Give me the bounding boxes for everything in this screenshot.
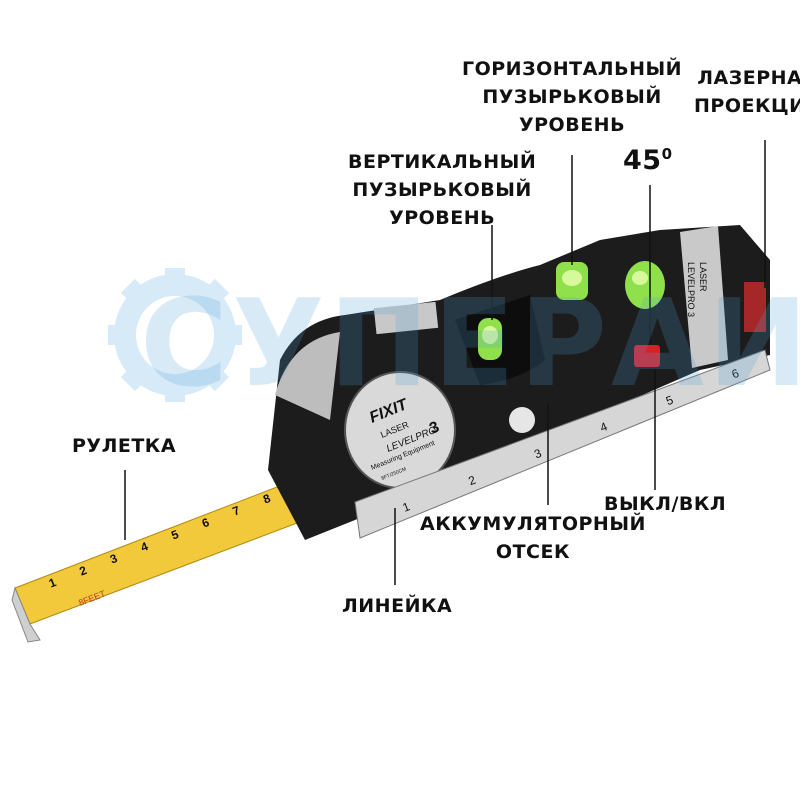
callout-lines [124,140,766,585]
ruler-tick-label: 2 [466,473,478,489]
laser-projection-label: ЛАЗЕРНАЯ ПРОЕКЦИЯ [694,67,800,117]
ruler-ticks: 1 2 3 4 5 6 [401,366,742,515]
ruler-tick-label: 6 [730,366,742,382]
vertical-level-label: ВЕРТИКАЛЬНЫЙ ПУЗЫРЬКОВЫЙ УРОВЕНЬ [348,151,537,229]
tape-tick-label: 1 [47,575,59,591]
device-body: FIXIT LASER LEVELPRO 3 Measuring Equipme… [268,225,770,540]
power-switch [634,345,660,367]
on-off-label: ВЫКЛ/ВКЛ [604,493,727,515]
tape-tick-label: 8 [261,491,273,507]
ruler-label: ЛИНЕЙКА [342,595,453,617]
ruler: 1 2 3 4 5 6 [354,349,771,539]
degree-mark: 0 [661,145,673,163]
side-label-line1: LASER [698,262,708,292]
tape-ticks: 1 2 3 4 5 6 7 8 [47,491,273,591]
warning-sticker [373,301,439,335]
battery-compartment-label: АККУМУЛЯТОРНЫЙ ОТСЕК [420,513,646,563]
ruler-tick-label: 4 [598,419,610,435]
ruler-tick-label: 5 [664,393,676,409]
tape-tick-label: 5 [169,527,181,543]
tape-measure-label: РУЛЕТКА [72,435,177,457]
battery-cover [509,407,535,433]
tape-tick-label: 4 [139,539,151,555]
horizontal-level-label: ГОРИЗОНТАЛЬНЫЙ ПУЗЫРЬКОВЫЙ УРОВЕНЬ [462,58,683,136]
ruler-tick-label: 3 [532,446,544,462]
angle-45-label: 450 [623,145,673,176]
watermark-text: СУПЕРАИС [140,275,800,414]
tape-tick-label: 6 [200,515,212,531]
gear-watermark-icon [108,268,242,402]
laser-window [744,282,766,332]
tape-tick-label: 7 [231,503,243,519]
tape-tick-label: 3 [108,551,120,567]
tape-tick-label: 2 [77,563,89,579]
ruler-tick-label: 1 [401,499,413,515]
side-label-line2: LEVELPRO 3 [686,262,696,317]
